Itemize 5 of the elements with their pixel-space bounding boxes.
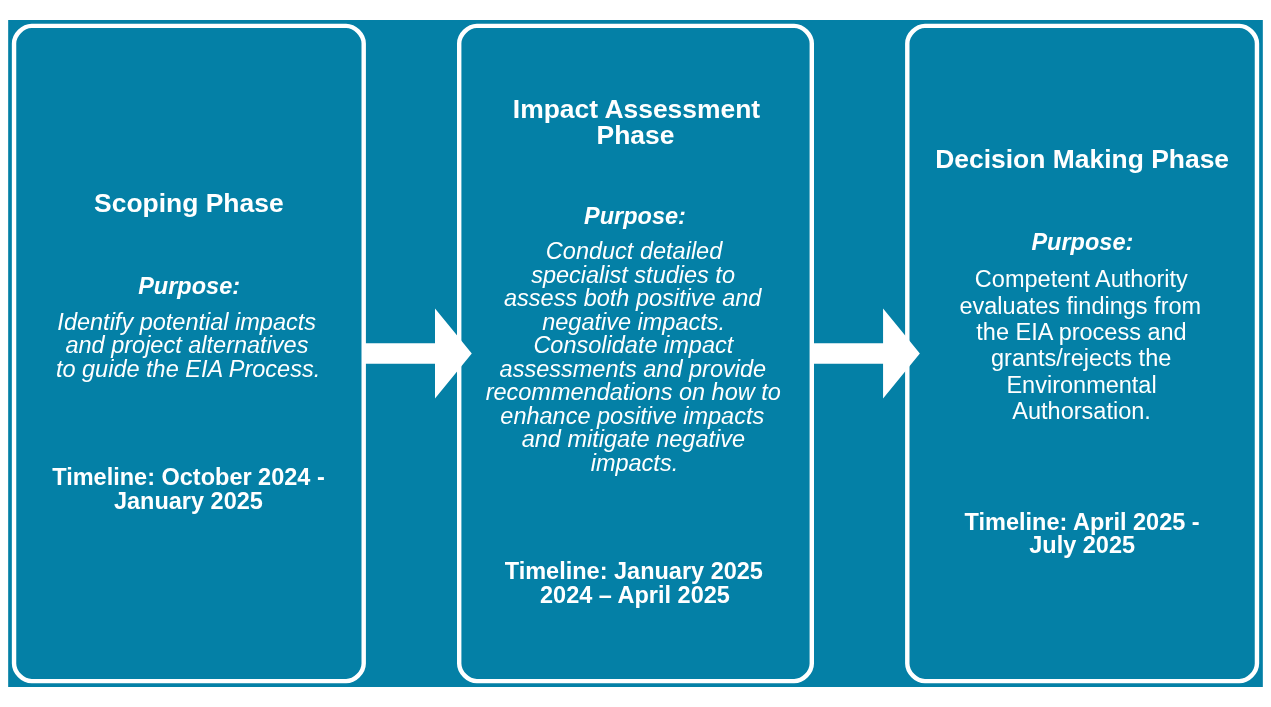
arrow xyxy=(363,308,472,399)
node-box: Scoping Phase Purpose: Identify potential impacts and project alternatives to guide the EIA Process. Timeline: October 2024 - January 2025 xyxy=(11,23,366,684)
arrow xyxy=(812,308,920,399)
node-box: Decision Making Phase Purpose: Competent Authority evaluates findings from the EIA process and grants/rejects the Environmental Authorsation. Timeline: April 2025 - July 2025 xyxy=(905,23,1260,684)
node-box: Impact Assessment Phase Purpose: Conduct detailed specialist studies to assess both positive and negative impacts. Consolidate impact assessments and provide recommendations on how to enhance positive impacts and mitigate negative impacts. Timeline: January 2025 2024 – April 2025 xyxy=(457,23,814,684)
